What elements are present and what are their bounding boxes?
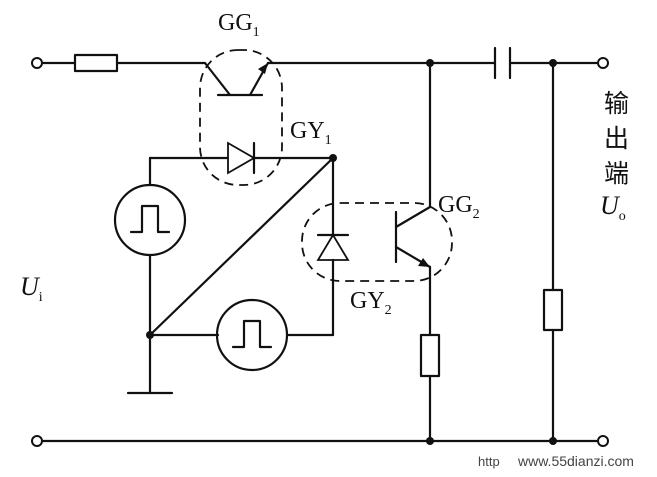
watermark-prefix: http (478, 454, 500, 469)
output-voltage-label: Uo (600, 191, 626, 224)
gg1-label: GG1 (218, 10, 260, 40)
gg2-label: GG2 (438, 192, 480, 222)
watermark-site: www.55dianzi.com (517, 453, 634, 469)
emitter-resistor-icon (419, 333, 441, 378)
output-capacitor-icon (493, 46, 512, 80)
gy1-node (329, 154, 337, 162)
output-char-3: 端 (604, 159, 629, 188)
pulse-source-1-icon (113, 183, 187, 257)
output-char-2: 出 (604, 124, 629, 153)
output-terminal-label: 输 出 端 (604, 89, 629, 188)
load-resistor-icon (542, 288, 564, 332)
input-terminal-bottom[interactable] (31, 435, 43, 447)
gg2-collector-node (426, 59, 434, 67)
gy1-led-diode-icon (227, 141, 256, 175)
pulse-loop-wires (126, 156, 335, 395)
optocoupler-2-enclosure (301, 202, 453, 282)
gy1-label: GY1 (290, 118, 332, 148)
bottom-node-1 (426, 437, 434, 445)
gg2-phototransistor-icon (394, 205, 432, 269)
pulse-source-2-icon (215, 298, 289, 372)
ground-node (146, 331, 154, 339)
load-node-top (549, 59, 557, 67)
gy2-label: GY2 (350, 288, 392, 318)
input-resistor-icon (73, 53, 119, 73)
input-voltage-label: Ui (20, 272, 43, 305)
gy2-photodiode-icon (316, 210, 350, 261)
output-terminal-bottom[interactable] (597, 435, 609, 447)
bottom-node-2 (549, 437, 557, 445)
optocoupler-1-enclosure (199, 49, 283, 186)
output-terminal-top[interactable] (597, 57, 609, 69)
gg1-phototransistor-icon (203, 61, 270, 97)
input-terminal-top[interactable] (31, 57, 43, 69)
output-char-1: 输 (604, 89, 629, 118)
